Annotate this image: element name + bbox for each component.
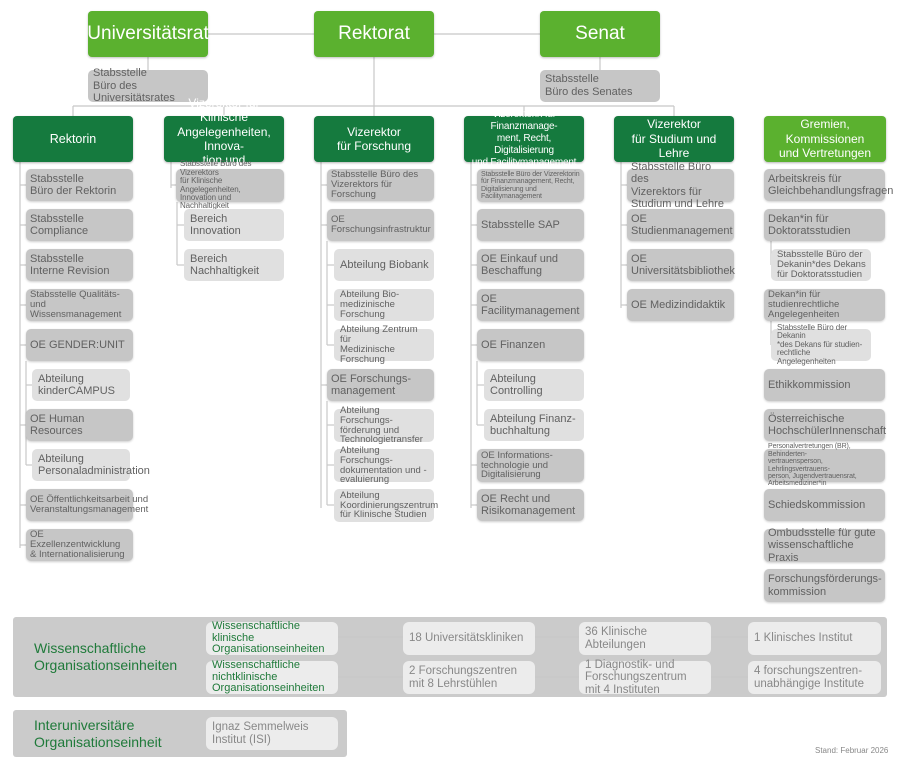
panel-interuniversitaere-oe-title: Interuniversitäre Organisationseinheit: [34, 717, 162, 750]
box-universitaetsrat: Universitätsrat: [87, 11, 209, 57]
unit-stabsstelle-compliance: Stabsstelle Compliance: [26, 209, 133, 241]
unit-facilitymanagement: OE Facilitymanagement: [477, 289, 584, 321]
box-senat: Senat: [540, 11, 660, 57]
unit-buero-dekan-studienrechtliche: Stabsstelle Büro der Dekanin *des Dekans…: [771, 323, 871, 365]
oe-klinisches-institut: 1 Klinisches Institut: [748, 622, 881, 655]
unit-gender-unit: OE GENDER:UNIT: [26, 329, 133, 361]
unit-arbeitskreis-gleichbehandlung: Arbeitskreis für Gleichbehandlungsfragen: [764, 169, 893, 201]
oe-wiss-nichtklinische: Wissenschaftliche nichtklinische Organis…: [206, 659, 338, 694]
unit-biomedizinische-forschung: Abteilung Bio- medizinische Forschung: [334, 289, 434, 321]
unit-buero-dekan-doktoratsstudien: Stabsstelle Büro der Dekanin*des Dekans …: [771, 249, 871, 281]
footnote-stand: Stand: Februar 2026: [815, 746, 889, 755]
oe-semmelweis-institut: Ignaz Semmelweis Institut (ISI): [206, 717, 338, 750]
unit-studienmanagement: OE Studienmanagement: [627, 209, 734, 241]
unit-personalvertretungen: Personalvertretungen (BR), Behinderten- …: [764, 443, 885, 487]
unit-einkauf-beschaffung: OE Einkauf und Beschaffung: [477, 249, 584, 281]
oe-unabhaengige-institute: 4 forschungszentren- unabhängige Institu…: [748, 661, 881, 694]
head-rektorin: Rektorin: [13, 116, 133, 162]
unit-koordinierungszentrum: Abteilung Koordinierungszentrum für Klin…: [334, 489, 438, 522]
head-vizerektor-forschung: Vizerektor für Forschung: [314, 116, 434, 162]
unit-kindercampus: Abteilung kinderCAMPUS: [32, 369, 130, 401]
oe-universitaetskliniken: 18 Universitätskliniken: [403, 622, 535, 655]
unit-forschungsfoerderungskommission: Forschungsförderungs- kommission: [764, 569, 885, 602]
unit-qualitaets-wissensmanagement: Stabsstelle Qualitäts- und Wissensmanage…: [26, 289, 133, 321]
unit-medizindidaktik: OE Medizindidaktik: [627, 289, 734, 321]
unit-biobank: Abteilung Biobank: [334, 249, 434, 281]
head-vizerektor-studium-lehre: Vizerektor für Studium und Lehre: [614, 116, 734, 162]
unit-sap: Stabsstelle SAP: [477, 209, 584, 241]
unit-dekan-studienrechtliche: Dekan*in für studienrechtliche Angelegen…: [764, 289, 885, 321]
unit-forschungsdokumentation: Abteilung Forschungs- dokumentation und …: [334, 445, 434, 485]
unit-zentrum-medizinische-forschung: Abteilung Zentrum für Medizinische Forsc…: [334, 325, 434, 364]
unit-human-resources: OE Human Resources: [26, 409, 133, 441]
unit-buero-vizerektorin-finanz: Stabsstelle Büro der Vizerektorin für Fi…: [477, 169, 584, 202]
unit-oeffentlichkeitsarbeit: OE Öffentlichkeitsarbeit und Veranstaltu…: [26, 489, 148, 521]
unit-personaladministration: Abteilung Personaladministration: [32, 449, 150, 481]
box-rektorat: Rektorat: [314, 11, 434, 57]
unit-exzellenzentwicklung: OE Exzellenzentwicklung & Internationali…: [26, 529, 133, 561]
head-vizerektorin-finanzmanagement: Vizerektorin für Finanzmanage- ment, Rec…: [464, 109, 584, 168]
unit-interne-revision: Stabsstelle Interne Revision: [26, 249, 133, 281]
oe-klinische-abteilungen: 36 Klinische Abteilungen: [579, 622, 711, 655]
unit-buero-vizerektor-klinische: Stabsstelle Büro des Vizerektors für Kli…: [176, 160, 284, 210]
unit-finanzbuchhaltung: Abteilung Finanz- buchhaltung: [484, 409, 584, 441]
unit-recht-risikomanagement: OE Recht und Risikomanagement: [477, 489, 584, 521]
unit-buero-vizerektor-studium: Stabsstelle Büro des Vizerektors für Stu…: [627, 161, 734, 210]
unit-universitaetsbibliothek: OE Universitätsbibliothek: [627, 249, 735, 281]
unit-hochschuelerschaft: Österreichische HochschülerInnenschaft: [764, 409, 886, 441]
unit-ethikkommission: Ethikkommission: [764, 369, 885, 401]
staff-buero-senat: Stabsstelle Büro des Senates: [540, 70, 660, 102]
unit-forschungsmanagement: OE Forschungs- management: [327, 369, 434, 401]
unit-forschungsfoerderung: Abteilung Forschungs- förderung und Tech…: [334, 405, 434, 445]
head-vizerektor-klinische-angelegenheiten: Vizerektor für Klinische Angelegenheiten…: [164, 96, 284, 182]
oe-wiss-klinische: Wissenschaftliche klinische Organisation…: [206, 620, 338, 655]
unit-ombudsstelle: Ombudsstelle für gute wissenschaftliche …: [764, 527, 885, 564]
unit-informationstechnologie: OE Informations- technologie und Digital…: [477, 449, 584, 482]
unit-schiedskommission: Schiedskommission: [764, 489, 885, 521]
unit-buero-vizerektor-forschung: Stabsstelle Büro des Vizerektors für For…: [327, 169, 434, 201]
unit-controlling: Abteilung Controlling: [484, 369, 584, 401]
oe-diagnostik-forschungszentrum: 1 Diagnostik- und Forschungszentrum mit …: [579, 659, 711, 696]
unit-forschungsinfrastruktur: OE Forschungsinfrastruktur: [327, 209, 434, 241]
unit-finanzen: OE Finanzen: [477, 329, 584, 361]
staff-buero-universitaetsrat: Stabsstelle Büro des Universitätsrates: [88, 67, 208, 104]
unit-bereich-innovation: Bereich Innovation: [184, 209, 284, 241]
oe-forschungszentren: 2 Forschungszentren mit 8 Lehrstühlen: [403, 661, 535, 694]
unit-dekan-doktoratsstudien: Dekan*in für Doktoratsstudien: [764, 209, 885, 241]
head-gremien-kommissionen: Gremien, Kommissionen und Vertretungen: [764, 116, 886, 162]
unit-buero-rektorin: Stabsstelle Büro der Rektorin: [26, 169, 133, 201]
unit-bereich-nachhaltigkeit: Bereich Nachhaltigkeit: [184, 249, 284, 281]
panel-wissenschaftliche-oe-title: Wissenschaftliche Organisationseinheiten: [34, 640, 178, 673]
